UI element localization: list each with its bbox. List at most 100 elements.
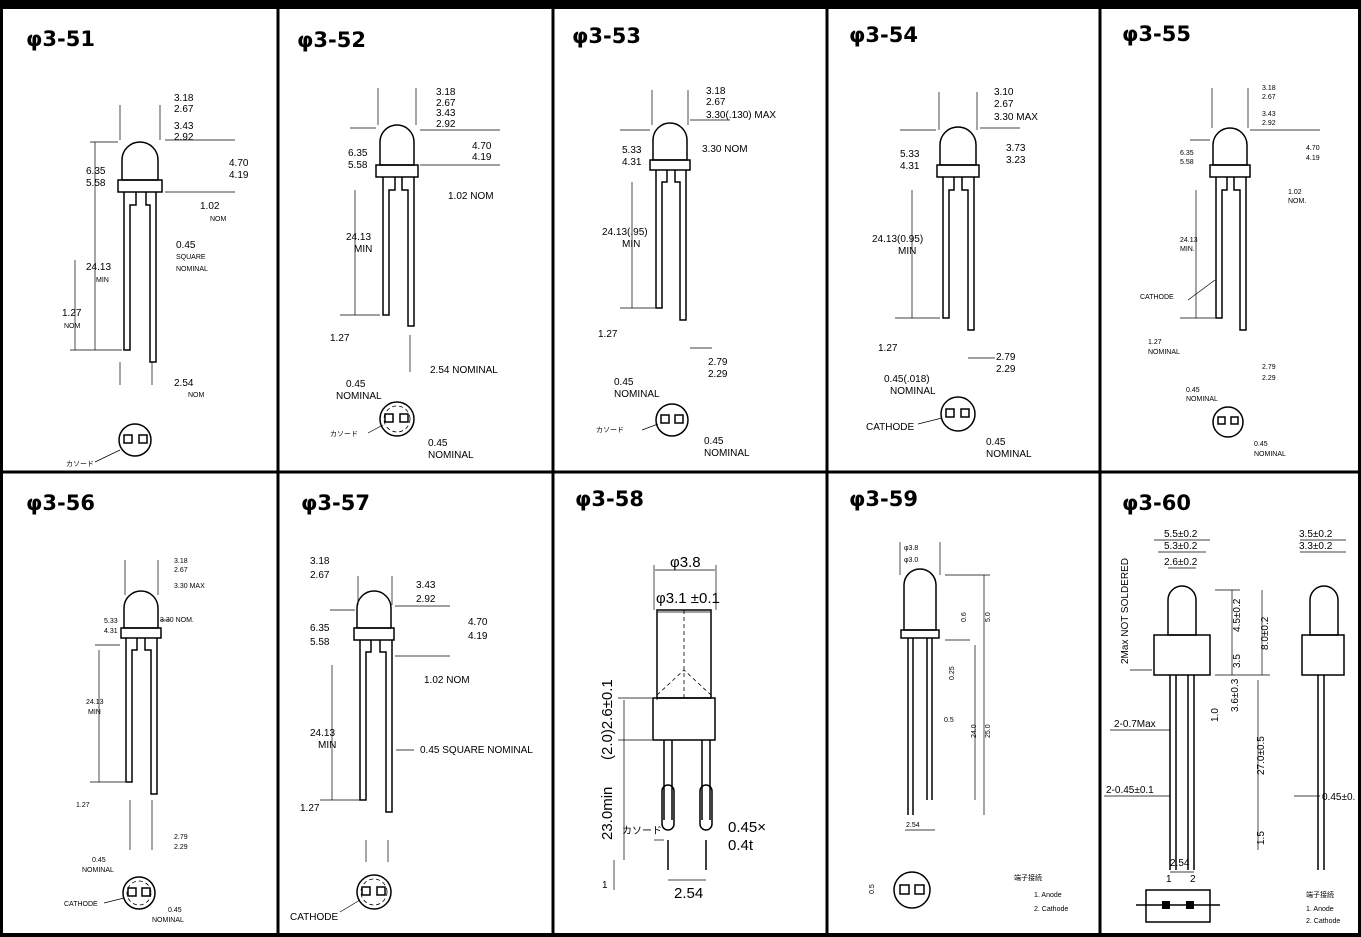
svg-text:3.23: 3.23 [1006,155,1026,166]
svg-text:MIN: MIN [898,246,916,257]
svg-text:2.79: 2.79 [996,352,1016,363]
svg-text:0.4t: 0.4t [728,837,754,854]
svg-text:2.67: 2.67 [174,104,194,115]
svg-text:2.67: 2.67 [174,567,188,574]
panel-phi3-59: φ3-59 φ3.8 φ3.0 5.0 0.6 0.25 0.5 24.0 25… [849,487,1068,913]
svg-text:SQUARE: SQUARE [176,254,206,261]
svg-text:NOMINAL: NOMINAL [1254,451,1286,458]
svg-text:3.43: 3.43 [436,108,456,119]
svg-text:0.5: 0.5 [869,884,876,894]
svg-text:2.54: 2.54 [906,822,920,829]
terminal-title: 端子接続 [1014,873,1042,882]
panel-phi3-60: φ3-60 5.5±0.2 5.3±0.2 2.6±0.2 3.5±0.2 3.… [1104,491,1355,925]
svg-text:3.18: 3.18 [174,558,188,565]
svg-text:φ3.1 ±0.1: φ3.1 ±0.1 [656,590,720,607]
svg-text:MIN: MIN [88,709,101,716]
svg-text:4.19: 4.19 [1306,155,1320,162]
svg-text:2.67: 2.67 [706,97,726,108]
panel-phi3-58: φ3-58 φ3.8 φ3.1 ±0.1 (2.0)2.6±0.1 23.0mi… [575,487,766,902]
svg-text:2.92: 2.92 [436,119,456,130]
svg-text:5.58: 5.58 [310,637,330,648]
panel-phi3-55: φ3-55 3.18 2.67 3.43 2.92 4.70 4.19 6.35… [1122,22,1320,458]
svg-text:1.27: 1.27 [300,803,320,814]
svg-text:2.54: 2.54 [1170,858,1190,869]
svg-text:NOMINAL: NOMINAL [176,266,208,273]
svg-text:4.31: 4.31 [900,161,920,172]
svg-text:24.13(0.95): 24.13(0.95) [872,234,923,245]
svg-text:2.29: 2.29 [708,369,728,380]
svg-text:0.45: 0.45 [614,377,634,388]
svg-text:3.18: 3.18 [310,556,330,567]
terminal-cathode: 2. Cathode [1034,906,1068,913]
svg-text:1.27: 1.27 [330,333,350,344]
svg-text:0.45: 0.45 [1186,387,1200,394]
svg-text:2Max NOT SOLDERED: 2Max NOT SOLDERED [1120,558,1131,664]
svg-text:5.3±0.2: 5.3±0.2 [1164,541,1198,552]
terminal-cathode: 2. Cathode [1306,918,1340,925]
svg-text:3.18: 3.18 [706,86,726,97]
svg-text:0.45: 0.45 [168,907,182,914]
svg-text:MIN: MIN [96,277,109,284]
svg-text:2.67: 2.67 [1262,94,1276,101]
svg-text:1.5: 1.5 [1256,831,1267,845]
svg-text:2.67: 2.67 [310,570,330,581]
svg-text:4.70: 4.70 [468,617,488,628]
svg-text:4.19: 4.19 [468,631,488,642]
cathode-label: カソード [622,825,662,837]
svg-text:NOMINAL: NOMINAL [986,449,1032,460]
svg-text:1.27: 1.27 [62,308,82,319]
svg-text:3.43: 3.43 [174,121,194,132]
svg-text:1.27: 1.27 [598,329,618,340]
svg-text:0.45: 0.45 [346,379,366,390]
svg-text:φ3.8: φ3.8 [670,554,701,571]
svg-text:3.5: 3.5 [1232,654,1243,668]
cathode-label: CATHODE [1140,294,1174,301]
svg-text:27.0±0.5: 27.0±0.5 [1256,736,1267,775]
svg-text:2.54 NOMINAL: 2.54 NOMINAL [430,365,498,376]
svg-text:NOM: NOM [64,323,81,330]
panel-phi3-56: φ3-56 3.18 2.67 3.30 MAX 5.33 4.31 3.30 … [26,491,205,924]
svg-text:5.58: 5.58 [1180,159,1194,166]
svg-text:1.02: 1.02 [1288,189,1302,196]
svg-text:0.45: 0.45 [176,240,196,251]
svg-text:1.02: 1.02 [200,201,220,212]
svg-text:0.45×: 0.45× [728,819,766,836]
svg-text:0.45: 0.45 [428,438,448,449]
svg-text:2.92: 2.92 [416,594,436,605]
svg-text:5.5±0.2: 5.5±0.2 [1164,529,1198,540]
cathode-label: CATHODE [64,901,98,908]
svg-text:0.45 SQUARE NOMINAL: 0.45 SQUARE NOMINAL [420,745,533,756]
panel-title: φ3-53 [572,24,641,48]
svg-text:2.79: 2.79 [708,357,728,368]
svg-text:NOMINAL: NOMINAL [428,450,474,461]
svg-text:4.19: 4.19 [472,152,492,163]
svg-text:8.0±0.2: 8.0±0.2 [1260,616,1271,650]
svg-text:2.67: 2.67 [436,98,456,109]
svg-text:3.18: 3.18 [1262,85,1276,92]
svg-text:5.33: 5.33 [900,149,920,160]
cathode-label: カソード [66,460,94,468]
svg-text:25.0: 25.0 [985,724,992,738]
svg-text:23.0min: 23.0min [599,787,616,840]
panel-title: φ3-60 [1122,491,1191,515]
svg-text:24.13: 24.13 [86,262,111,273]
svg-text:4.31: 4.31 [104,628,118,635]
cathode-label: CATHODE [290,912,338,923]
panel-title: φ3-55 [1122,22,1191,46]
terminal-title: 端子接続 [1306,890,1334,899]
svg-text:NOMINAL: NOMINAL [336,391,382,402]
svg-text:2.54: 2.54 [174,378,194,389]
terminal-anode: 1. Anode [1306,906,1334,913]
svg-text:0.5: 0.5 [944,717,954,724]
svg-text:24.13(.95): 24.13(.95) [602,227,648,238]
svg-text:1.27: 1.27 [878,343,898,354]
svg-text:3.43: 3.43 [416,580,436,591]
svg-text:3.30 NOM.: 3.30 NOM. [160,617,194,624]
panel-title: φ3-52 [297,28,366,52]
svg-text:4.19: 4.19 [229,170,249,181]
svg-text:24.0: 24.0 [971,724,978,738]
svg-text:3.18: 3.18 [436,87,456,98]
cathode-label: カソード [330,430,358,438]
svg-text:0.25: 0.25 [949,666,956,680]
